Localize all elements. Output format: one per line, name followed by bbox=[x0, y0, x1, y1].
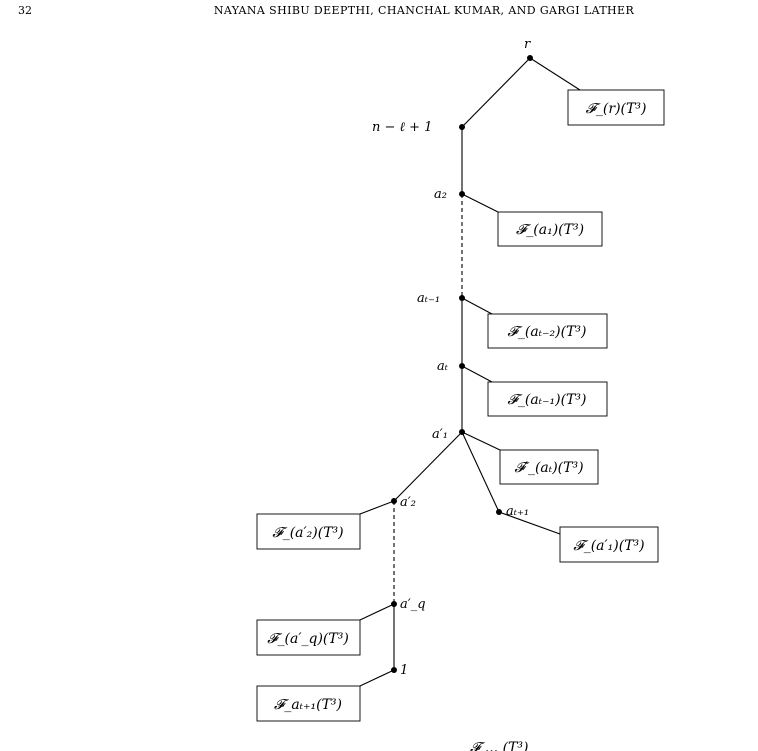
edge-a1p-Fatp bbox=[461, 431, 501, 451]
box-label-Fr: 𝓕_(r)(T³) bbox=[586, 101, 647, 117]
running-head: NAYANA SHIBU DEEPTHI, CHANCHAL KUMAR, AN… bbox=[0, 4, 758, 17]
caption-partial: 𝓕 ... (T³) bbox=[470, 740, 528, 751]
box-label-Fat1: 𝓕_(aₜ₋₁)(T³) bbox=[508, 392, 587, 408]
edge-a2p-Fa2p bbox=[359, 500, 395, 515]
box-label-Fa1p: 𝓕_(a′₁)(T³) bbox=[573, 538, 644, 554]
node-dot-one bbox=[391, 667, 397, 673]
box-label-Fatplus: 𝓕_aₜ₊₁(T³) bbox=[274, 697, 342, 713]
box-Fr: 𝓕_(r)(T³) bbox=[567, 89, 665, 126]
box-Fatplus: 𝓕_aₜ₊₁(T³) bbox=[256, 685, 361, 722]
node-dot-r bbox=[527, 55, 533, 61]
box-Fatp: 𝓕′_(aₜ)(T³) bbox=[499, 449, 599, 485]
page-number: 32 bbox=[18, 4, 32, 17]
node-dot-aqp bbox=[391, 601, 397, 607]
node-dot-at1 bbox=[459, 295, 465, 301]
edge-aqp-Faqp bbox=[359, 603, 395, 621]
edge-a2-Fa1 bbox=[461, 193, 499, 213]
edge-atplus-Fa1p bbox=[498, 511, 561, 535]
node-dot-n bbox=[459, 124, 465, 130]
running-head-text: NAYANA SHIBU DEEPTHI, CHANCHAL KUMAR, AN… bbox=[213, 4, 635, 17]
node-dot-a2p bbox=[391, 498, 397, 504]
box-Fat2: 𝓕_(aₜ₋₂)(T³) bbox=[487, 313, 608, 349]
node-dot-a1p bbox=[459, 429, 465, 435]
edge-one-Fatplus bbox=[359, 669, 395, 687]
box-Fa1: 𝓕_(a₁)(T³) bbox=[497, 211, 603, 247]
edge-at-Fat1 bbox=[461, 365, 493, 383]
node-label-a2p: a′₂ bbox=[400, 495, 416, 510]
edge-r-n bbox=[461, 57, 531, 128]
box-Fa2p: 𝓕_(a′₂)(T³) bbox=[256, 513, 361, 550]
box-label-Fatp: 𝓕′_(aₜ)(T³) bbox=[514, 460, 583, 476]
edge-at1-Fat2 bbox=[461, 297, 493, 315]
node-label-r: r bbox=[524, 37, 531, 52]
node-label-a2: a₂ bbox=[434, 187, 447, 202]
node-dot-atplus bbox=[496, 509, 502, 515]
box-label-Fat2: 𝓕_(aₜ₋₂)(T³) bbox=[508, 324, 587, 340]
box-label-Faqp: 𝓕_(a′_q)(T³) bbox=[267, 631, 349, 647]
node-dot-at bbox=[459, 363, 465, 369]
box-label-Fa2p: 𝓕_(a′₂)(T³) bbox=[272, 525, 343, 541]
box-Fa1p: 𝓕_(a′₁)(T³) bbox=[559, 526, 659, 563]
node-label-aqp: a′_q bbox=[400, 597, 426, 612]
node-label-atplus: aₜ₊₁ bbox=[506, 504, 529, 519]
node-label-at1: aₜ₋₁ bbox=[417, 291, 440, 306]
edge-a1p-atplus bbox=[461, 431, 500, 513]
box-Fat1: 𝓕_(aₜ₋₁)(T³) bbox=[487, 381, 608, 417]
box-Faqp: 𝓕_(a′_q)(T³) bbox=[256, 619, 361, 656]
node-dot-a2 bbox=[459, 191, 465, 197]
node-label-n: n − ℓ + 1 bbox=[372, 120, 432, 135]
edge-a1p-a2p bbox=[393, 431, 463, 502]
node-label-one: 1 bbox=[400, 663, 408, 678]
box-label-Fa1: 𝓕_(a₁)(T³) bbox=[516, 222, 584, 238]
node-label-at: aₜ bbox=[437, 359, 449, 374]
edge-r-Fr bbox=[529, 57, 581, 91]
node-label-a1p: a′₁ bbox=[432, 427, 448, 442]
